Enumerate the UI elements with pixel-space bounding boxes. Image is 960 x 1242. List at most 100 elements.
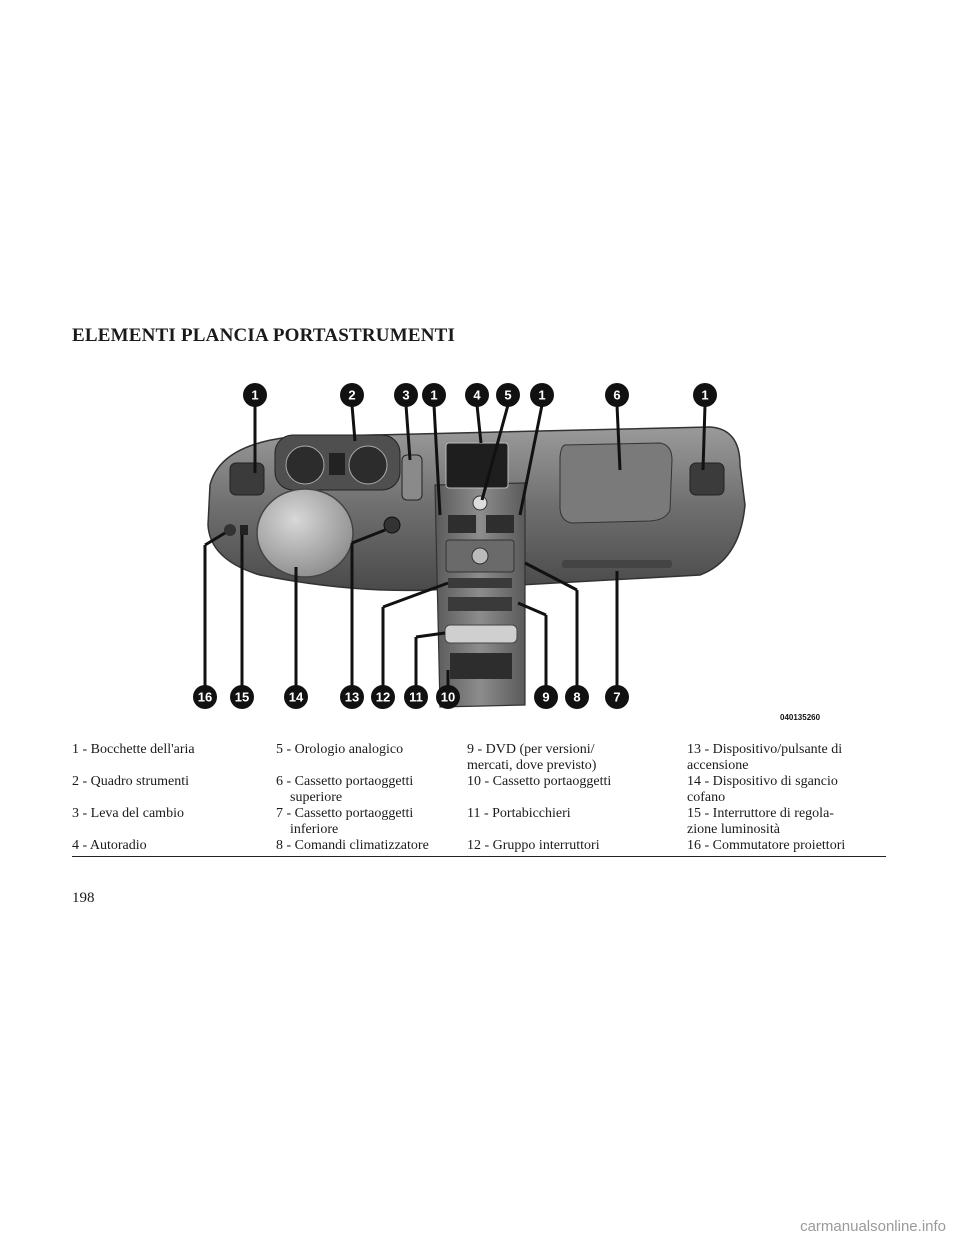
lower-glovebox: [562, 560, 672, 568]
radio-screen: [445, 442, 509, 489]
legend-item: 3 - Leva del cambio: [72, 806, 276, 838]
legend-item-text-cont: cofano: [687, 790, 726, 805]
legend-item-text-cont: zione luminosità: [687, 822, 780, 837]
gear-lever: [401, 454, 423, 501]
legend-item-text: 14 - Dispositivo di sgancio: [687, 774, 838, 789]
legend-row: 2 - Quadro strumenti 6 - Cassetto portao…: [72, 774, 886, 806]
legend-item-text: 5 - Orologio analogico: [276, 742, 404, 757]
bottom-callout-bubble: [371, 685, 395, 709]
bottom-callout-bubble: [605, 685, 629, 709]
top-callout-bubble: [243, 383, 267, 407]
bottom-callout-number: 12: [376, 690, 390, 705]
legend-item-text: 13 - Dispositivo/pulsante di: [687, 742, 843, 757]
legend-item-text-cont: accensione: [687, 758, 749, 773]
analog-clock: [472, 495, 488, 511]
legend-item-text-cont: mercati, dove previsto): [467, 758, 597, 773]
legend-item-text: 16 - Commutatore proiettori: [687, 838, 846, 853]
center-vent-right: [486, 515, 514, 533]
top-callout-number: 1: [538, 388, 545, 403]
steering-wheel-hub: [256, 488, 354, 578]
bottom-callout-bubble: [404, 685, 428, 709]
legend-item-text: 11 - Portabicchieri: [467, 806, 571, 821]
top-callout-bubble: [605, 383, 629, 407]
legend-item-text: 9 - DVD (per versioni/: [467, 742, 595, 757]
legend-row: 3 - Leva del cambio 7 - Cassetto portaog…: [72, 806, 886, 838]
legend-item: 2 - Quadro strumenti: [72, 774, 276, 806]
legend-item: 15 - Interruttore di regola-zione lumino…: [687, 806, 886, 838]
legend-item-text: 7 - Cassetto portaoggetti: [276, 806, 414, 821]
top-callout-number: 1: [430, 388, 437, 403]
bottom-callout-number: 16: [198, 690, 212, 705]
upper-glovebox: [559, 442, 673, 524]
ignition-button: [383, 516, 401, 534]
legend-item-text: 6 - Cassetto portaoggetti: [276, 774, 414, 789]
legend-table: 1 - Bocchette dell'aria 5 - Orologio ana…: [72, 742, 886, 857]
legend-item-text-cont: inferiore: [290, 822, 339, 837]
top-callout-number: 1: [251, 388, 258, 403]
legend-item-text: 8 - Comandi climatizzatore: [276, 838, 429, 853]
bottom-callout-number: 11: [409, 690, 423, 705]
dimmer-switch: [240, 525, 248, 535]
legend-item-text: 12 - Gruppo interruttori: [467, 838, 600, 853]
bottom-callout-number: 14: [289, 690, 304, 705]
top-callout-number: 6: [613, 388, 620, 403]
legend-item: 1 - Bocchette dell'aria: [72, 742, 276, 774]
bottom-callout-bubble: [534, 685, 558, 709]
legend-item-text: 3 - Leva del cambio: [72, 806, 184, 821]
legend-item-text: 2 - Quadro strumenti: [72, 774, 190, 789]
legend-item: 9 - DVD (per versioni/mercati, dove prev…: [467, 742, 687, 774]
top-callout-bubble: [340, 383, 364, 407]
top-callout-bubble: [693, 383, 717, 407]
cupholder: [444, 624, 518, 644]
bottom-callout-number: 15: [235, 690, 249, 705]
legend-item: 12 - Gruppo interruttori: [467, 838, 687, 854]
bottom-callout-number: 8: [573, 690, 580, 705]
legend-item-text: 4 - Autoradio: [72, 838, 147, 853]
bottom-callout-bubble: [340, 685, 364, 709]
speedometer: [348, 445, 388, 485]
legend-item: 8 - Comandi climatizzatore: [276, 838, 467, 854]
bottom-callout-number: 10: [441, 690, 455, 705]
bottom-callout-bubble: [436, 685, 460, 709]
legend-item: 4 - Autoradio: [72, 838, 276, 854]
top-callout-bubble: [530, 383, 554, 407]
top-callout-number: 4: [473, 388, 481, 403]
cluster-display: [329, 453, 345, 475]
legend-item: 5 - Orologio analogico: [276, 742, 467, 774]
center-vent-left: [448, 515, 476, 533]
tachometer: [285, 445, 325, 485]
left-air-vent: [229, 462, 265, 496]
legend-row: 4 - Autoradio 8 - Comandi climatizzatore…: [72, 838, 886, 854]
top-callout-bubble: [422, 383, 446, 407]
top-callout-number: 5: [504, 388, 511, 403]
bottom-callout-bubble: [565, 685, 589, 709]
page-number: 198: [72, 890, 95, 906]
watermark: carmanualsonline.info: [800, 1218, 946, 1235]
right-air-vent: [689, 462, 725, 496]
legend-item-text: 1 - Bocchette dell'aria: [72, 742, 195, 757]
top-callout-number: 2: [348, 388, 355, 403]
figure-code: 040135260: [780, 713, 821, 722]
top-callout-bubble: [465, 383, 489, 407]
top-callout-bubble: [394, 383, 418, 407]
headlamp-switch: [224, 524, 236, 536]
switch-group: [448, 578, 512, 588]
leader-lines: [203, 404, 707, 687]
legend-item: 10 - Cassetto portaoggetti: [467, 774, 687, 806]
legend-row: 1 - Bocchette dell'aria 5 - Orologio ana…: [72, 742, 886, 774]
top-callout-bubble: [496, 383, 520, 407]
bottom-callout-bubble: [193, 685, 217, 709]
bottom-callout-number: 7: [613, 690, 620, 705]
section-title: ELEMENTI PLANCIA PORTASTRUMENTI: [72, 325, 456, 346]
legend-item: 11 - Portabicchieri: [467, 806, 687, 838]
bottom-callout-number: 13: [345, 690, 359, 705]
top-callout-number: 3: [402, 388, 409, 403]
